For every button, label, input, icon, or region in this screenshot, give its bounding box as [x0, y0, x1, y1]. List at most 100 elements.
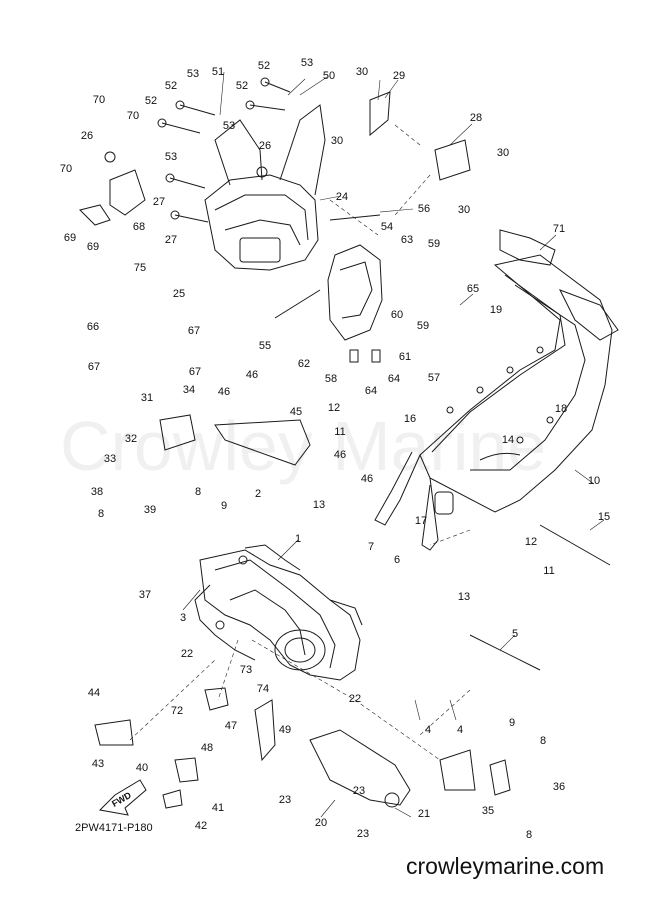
callout-3: 3: [180, 612, 186, 624]
center-bracket-part: [327, 244, 383, 363]
callout-34: 34: [183, 384, 195, 396]
main-frame-part: [374, 229, 619, 551]
callout-8: 8: [195, 486, 201, 498]
callout-41: 41: [212, 802, 224, 814]
diagram-code: 2PW4171-P180: [75, 822, 153, 834]
callout-18: 18: [555, 403, 567, 415]
callout-16: 16: [404, 413, 416, 425]
callout-64: 64: [388, 373, 400, 385]
callout-42: 42: [195, 820, 207, 832]
callout-21: 21: [418, 808, 430, 820]
callout-17: 17: [415, 515, 427, 527]
lower-brackets: [94, 687, 511, 809]
callout-12: 12: [525, 536, 537, 548]
callout-20: 20: [315, 817, 327, 829]
callout-64: 64: [365, 385, 377, 397]
callout-46: 46: [246, 369, 258, 381]
callout-65: 65: [467, 283, 479, 295]
callout-7: 7: [368, 541, 374, 553]
callout-73: 73: [240, 664, 252, 676]
callout-53: 53: [187, 68, 199, 80]
callout-14: 14: [502, 434, 514, 446]
callout-13: 13: [313, 499, 325, 511]
callout-62: 62: [298, 358, 310, 370]
leader-lines: [182, 71, 605, 818]
front-frame-part: [104, 104, 326, 271]
callout-45: 45: [290, 406, 302, 418]
callout-70: 70: [60, 163, 72, 175]
callout-27: 27: [153, 196, 165, 208]
callout-26: 26: [259, 140, 271, 152]
callout-66: 66: [87, 321, 99, 333]
site-footer-text: crowleymarine.com: [406, 853, 605, 879]
callout-46: 46: [218, 386, 230, 398]
callout-52: 52: [258, 60, 270, 72]
callout-8: 8: [98, 508, 104, 520]
callout-52: 52: [165, 80, 177, 92]
callout-10: 10: [588, 475, 600, 487]
callout-27: 27: [165, 234, 177, 246]
callout-37: 37: [139, 589, 151, 601]
callout-9: 9: [221, 500, 227, 512]
callout-57: 57: [428, 372, 440, 384]
callout-30: 30: [458, 204, 470, 216]
callout-1: 1: [295, 533, 301, 545]
callout-54: 54: [381, 221, 393, 233]
fwd-arrow-icon: FWD: [98, 779, 147, 816]
callout-52: 52: [236, 80, 248, 92]
callout-26: 26: [81, 130, 93, 142]
bracket-left-68: [79, 169, 146, 226]
watermark: Crowley Marine: [60, 407, 546, 485]
callout-59: 59: [417, 320, 429, 332]
callout-52: 52: [145, 95, 157, 107]
callout-59: 59: [428, 238, 440, 250]
callout-30: 30: [497, 147, 509, 159]
bolts-top: [157, 77, 291, 223]
callout-35: 35: [482, 805, 494, 817]
callout-15: 15: [598, 511, 610, 523]
callout-36: 36: [553, 781, 565, 793]
callout-6: 6: [394, 554, 400, 566]
callout-55: 55: [259, 340, 271, 352]
callout-46: 46: [334, 449, 346, 461]
bracket-45-31: [159, 414, 311, 466]
callout-61: 61: [399, 351, 411, 363]
callout-72: 72: [171, 705, 183, 717]
callout-50: 50: [323, 70, 335, 82]
callout-9: 9: [509, 717, 515, 729]
callout-44: 44: [88, 687, 100, 699]
callout-63: 63: [401, 234, 413, 246]
callout-23: 23: [279, 794, 291, 806]
callout-4: 4: [457, 724, 463, 736]
callout-51: 51: [212, 66, 224, 78]
callout-71: 71: [553, 223, 565, 235]
callout-67: 67: [88, 361, 100, 373]
callout-24: 24: [336, 191, 348, 203]
callout-53: 53: [223, 120, 235, 132]
callout-11: 11: [543, 565, 554, 577]
callout-23: 23: [357, 828, 369, 840]
callout-70: 70: [93, 94, 105, 106]
callout-2: 2: [255, 488, 261, 500]
long-rods: [274, 214, 611, 671]
callout-32: 32: [125, 433, 137, 445]
callout-23: 23: [353, 785, 365, 797]
callout-58: 58: [325, 373, 337, 385]
callout-5: 5: [512, 628, 518, 640]
callout-46: 46: [361, 473, 373, 485]
callout-11: 11: [334, 426, 345, 438]
callout-29: 29: [393, 70, 405, 82]
callout-22: 22: [181, 648, 193, 660]
callout-70: 70: [127, 110, 139, 122]
callout-30: 30: [331, 135, 343, 147]
callout-38: 38: [91, 486, 103, 498]
callout-53: 53: [301, 57, 313, 69]
callout-8: 8: [540, 735, 546, 747]
callout-4: 4: [425, 724, 431, 736]
callout-56: 56: [418, 203, 430, 215]
callout-30: 30: [356, 66, 368, 78]
callout-28: 28: [470, 112, 482, 124]
callout-60: 60: [391, 309, 403, 321]
